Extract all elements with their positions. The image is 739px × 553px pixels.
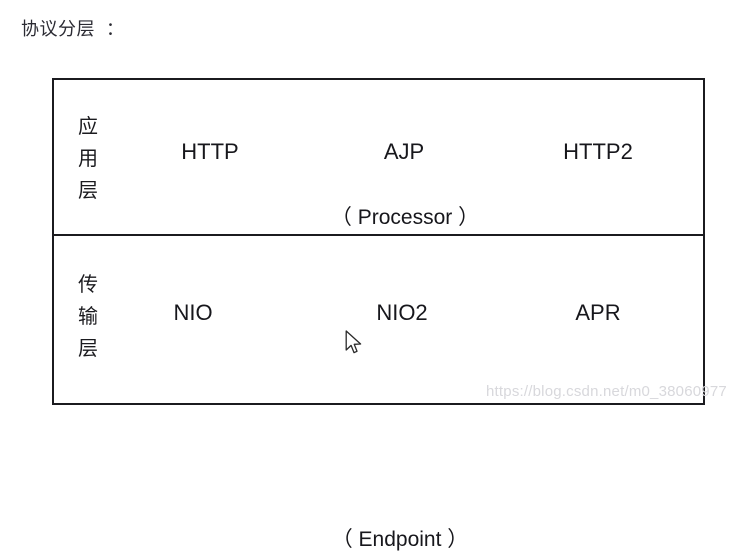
layer-label-char: 应 [78, 116, 98, 138]
layer-label-char: 层 [78, 338, 98, 360]
protocol-layering-diagram: 应 用 层 HTTP AJP HTTP2 （ Processor ） 传 输 层… [52, 78, 705, 551]
layer-label-char: 用 [78, 148, 98, 170]
layer-row-transport: 传 输 层 NIO NIO2 APR （ Endpoint ） [54, 236, 703, 551]
watermark: https://blog.csdn.net/m0_38060977 [486, 383, 727, 400]
protocol-item-ajp: AJP [383, 139, 425, 164]
screenshot-canvas: 协议分层 ： 应 用 层 HTTP AJP HTTP2 （ Processor … [21, 19, 727, 551]
layer-label-application: 应 用 层 [75, 111, 101, 207]
component-caption-processor: （ Processor ） [330, 206, 480, 229]
protocol-item-nio: NIO [173, 300, 213, 325]
layer-label-char: 输 [78, 306, 98, 328]
protocol-item-nio2: NIO2 [376, 300, 428, 325]
layer-label-transport: 传 输 层 [75, 269, 101, 365]
protocol-item-apr: APR [575, 300, 621, 325]
page-title: 协议分层 ： [21, 19, 125, 39]
layer-label-char: 层 [78, 180, 98, 202]
layer-row-application: 应 用 层 HTTP AJP HTTP2 （ Processor ） [54, 80, 703, 236]
component-caption-endpoint: （ Endpoint ） [331, 528, 469, 551]
layer-label-char: 传 [78, 274, 98, 296]
protocol-item-http: HTTP [181, 139, 239, 164]
protocol-item-http2: HTTP2 [563, 139, 633, 164]
